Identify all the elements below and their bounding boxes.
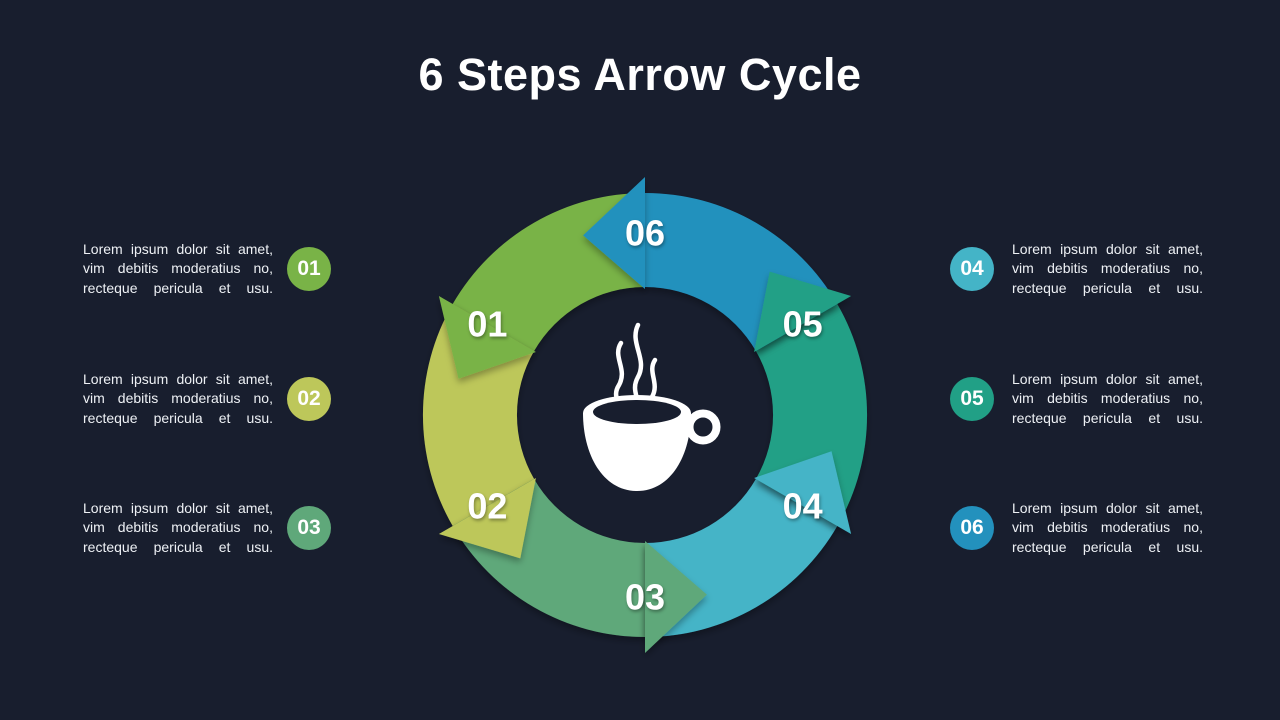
step-text-line: vim debitis moderatius no, — [1012, 519, 1203, 536]
step-description-03: Lorem ipsum dolor sit amet, vim debitis … — [83, 499, 273, 558]
step-text-line: recteque pericula et usu. — [83, 409, 273, 426]
step-text-line: Lorem ipsum dolor sit amet, — [83, 240, 273, 257]
page-title: 6 Steps Arrow Cycle — [418, 49, 862, 100]
arrow-label-01: 01 — [467, 304, 507, 345]
arrow-head-05 — [754, 271, 852, 352]
step-text-line: vim debitis moderatius no, — [83, 519, 273, 536]
step-badge-05: 05 — [950, 377, 994, 421]
step-badge-04: 04 — [950, 247, 994, 291]
step-description-04: Lorem ipsum dolor sit amet, vim debitis … — [1012, 240, 1203, 299]
step-text-line: vim debitis moderatius no, — [1012, 260, 1203, 277]
step-text-line: recteque pericula et usu. — [1012, 279, 1203, 296]
step-text-line: Lorem ipsum dolor sit amet, — [1012, 240, 1203, 257]
arrow-label-02: 02 — [467, 486, 507, 527]
step-text-line: recteque pericula et usu. — [1012, 409, 1203, 426]
step-badge-01: 01 — [287, 247, 331, 291]
step-row-01: Lorem ipsum dolor sit amet, vim debitis … — [83, 238, 331, 300]
step-badge-03: 03 — [287, 506, 331, 550]
step-row-05: 05 Lorem ipsum dolor sit amet, vim debit… — [950, 368, 1203, 430]
arrow-label-03: 03 — [625, 577, 665, 618]
step-text-line: Lorem ipsum dolor sit amet, — [83, 370, 273, 387]
arrow-label-06: 06 — [625, 213, 665, 254]
step-text-line: Lorem ipsum dolor sit amet, — [83, 499, 273, 516]
arrow-head-03 — [645, 541, 707, 653]
arrow-head-02 — [438, 478, 536, 559]
step-text-line: Lorem ipsum dolor sit amet, — [1012, 370, 1203, 387]
step-row-02: Lorem ipsum dolor sit amet, vim debitis … — [83, 368, 331, 430]
arrow-label-04: 04 — [783, 486, 823, 527]
step-text-line: Lorem ipsum dolor sit amet, — [1012, 499, 1203, 516]
step-row-03: Lorem ipsum dolor sit amet, vim debitis … — [83, 497, 331, 559]
step-text-line: recteque pericula et usu. — [1012, 538, 1203, 555]
step-description-02: Lorem ipsum dolor sit amet, vim debitis … — [83, 370, 273, 429]
step-text-line: recteque pericula et usu. — [83, 538, 273, 555]
step-text-line: recteque pericula et usu. — [83, 279, 273, 296]
step-row-04: 04 Lorem ipsum dolor sit amet, vim debit… — [950, 238, 1203, 300]
step-text-line: vim debitis moderatius no, — [83, 390, 273, 407]
step-text-line: vim debitis moderatius no, — [83, 260, 273, 277]
arrow-head-04 — [754, 451, 852, 534]
arrow-label-05: 05 — [783, 304, 823, 345]
cycle-diagram: 01 02 03 04 05 06 — [422, 177, 868, 653]
arrow-head-06 — [583, 177, 645, 289]
step-description-01: Lorem ipsum dolor sit amet, vim debitis … — [83, 240, 273, 299]
step-text-line: vim debitis moderatius no, — [1012, 390, 1203, 407]
step-row-06: 06 Lorem ipsum dolor sit amet, vim debit… — [950, 497, 1203, 559]
coffee-cup-icon — [583, 322, 721, 491]
step-description-06: Lorem ipsum dolor sit amet, vim debitis … — [1012, 499, 1203, 558]
step-description-05: Lorem ipsum dolor sit amet, vim debitis … — [1012, 370, 1203, 429]
arrow-head-01 — [438, 296, 536, 379]
step-badge-06: 06 — [950, 506, 994, 550]
step-badge-02: 02 — [287, 377, 331, 421]
